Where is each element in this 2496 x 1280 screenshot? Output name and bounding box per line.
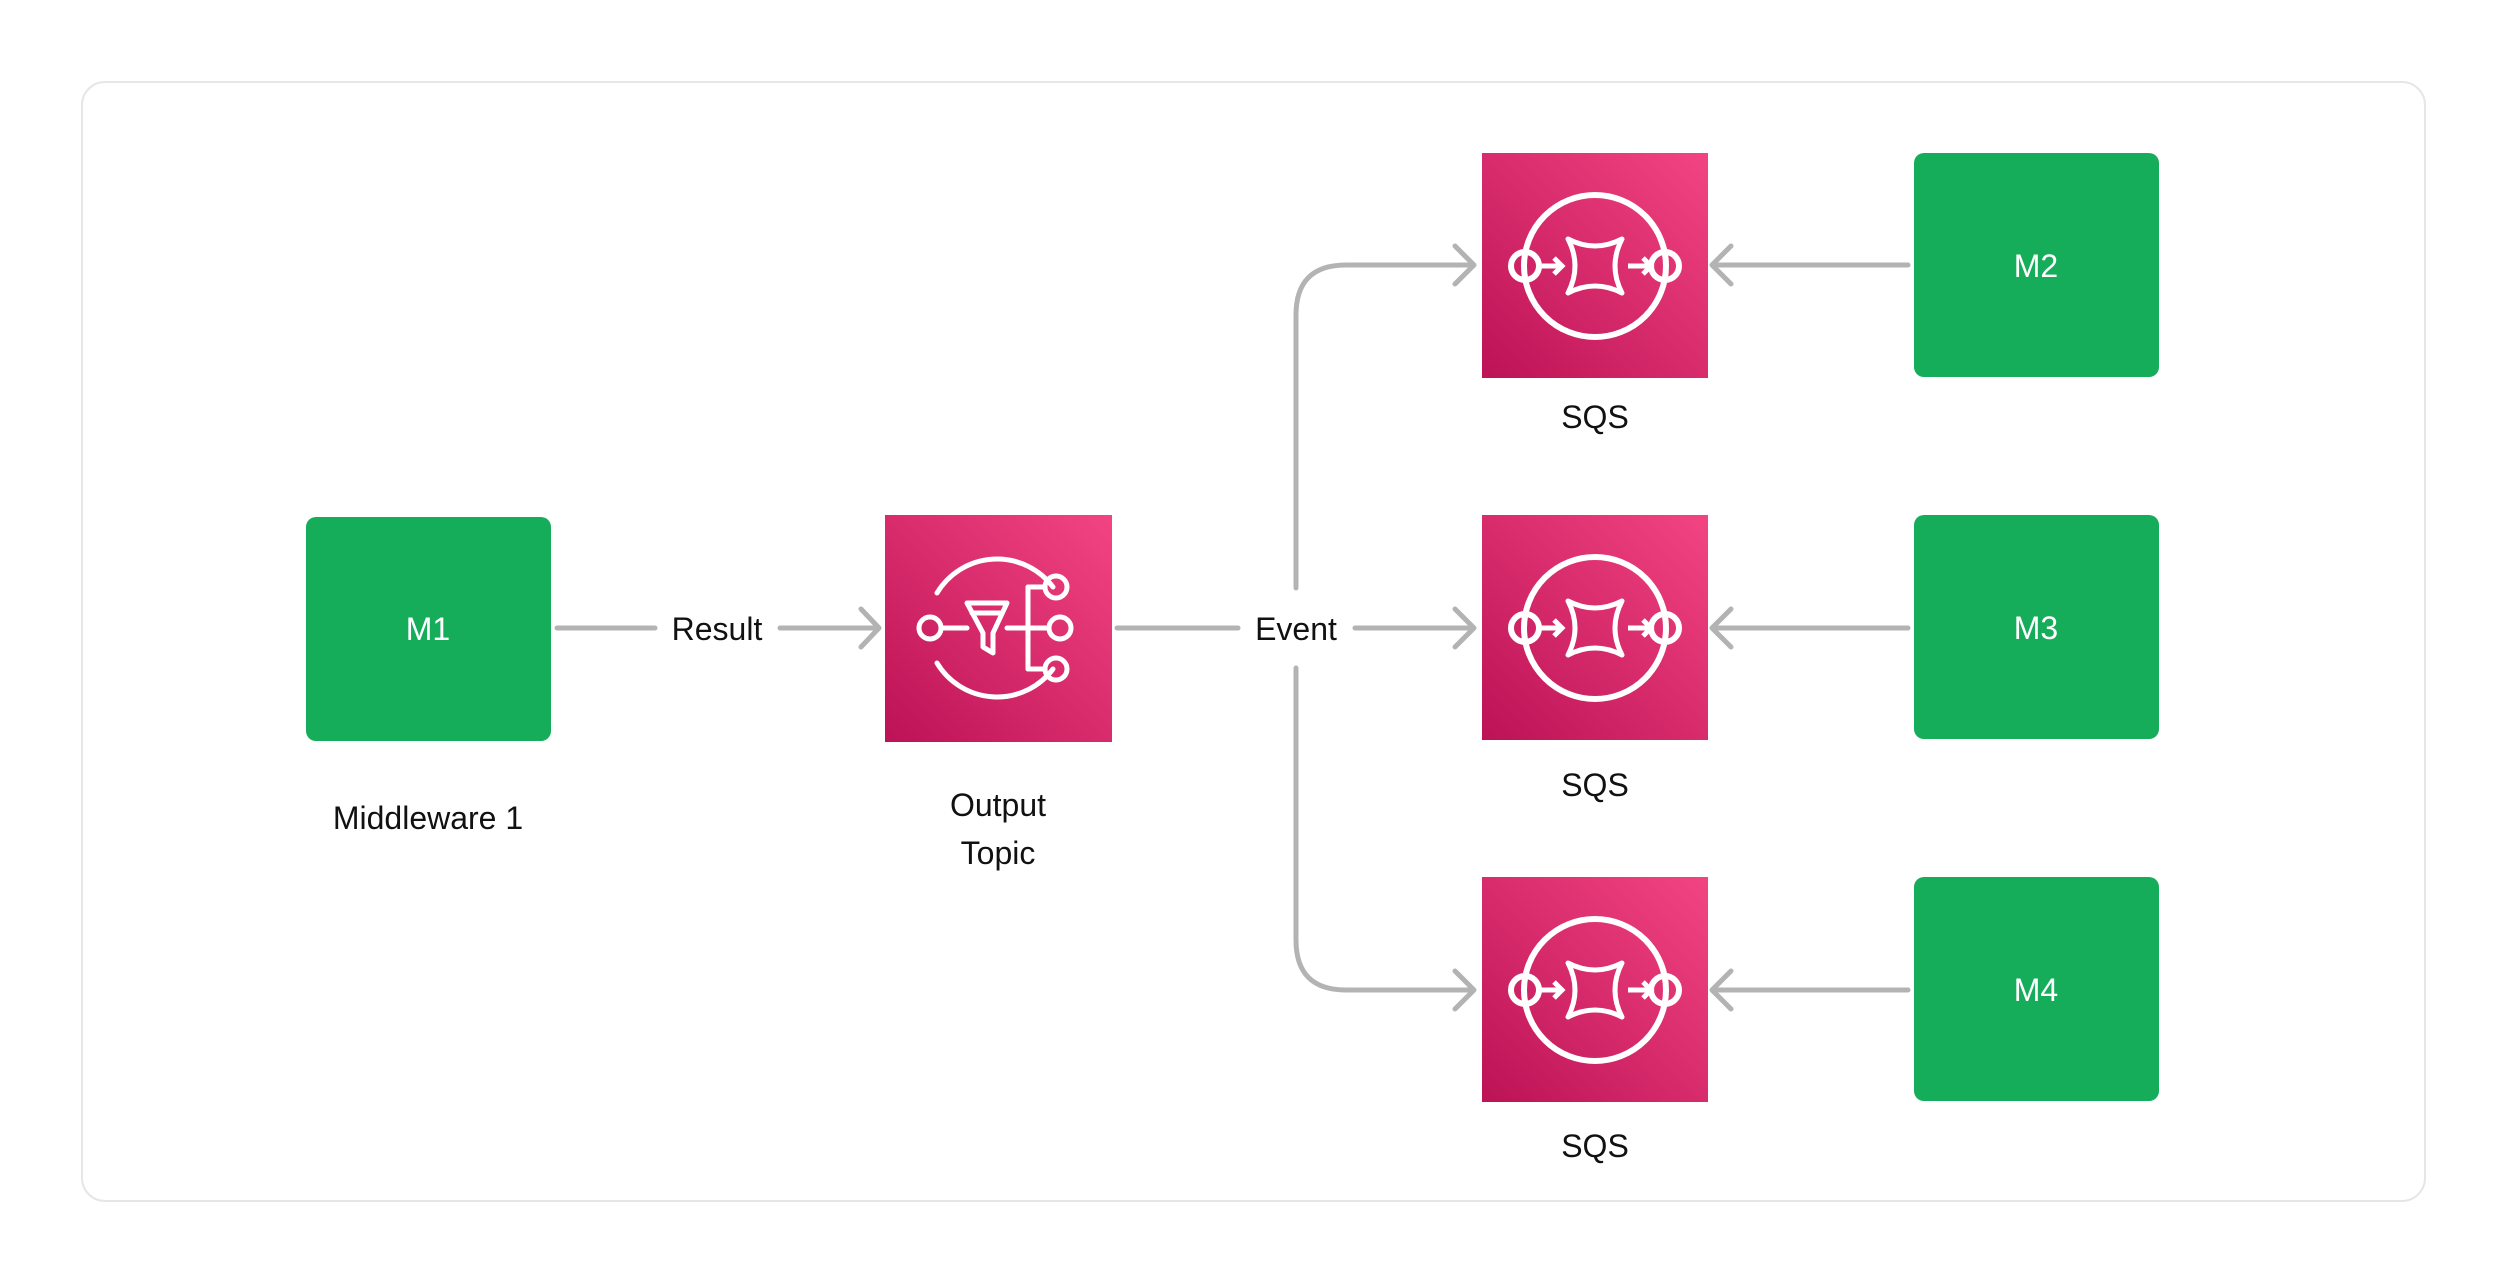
middleware-1-node[interactable]: M1: [306, 517, 551, 741]
event-edge-label: Event: [1255, 611, 1337, 647]
event-edge-bottom: [1293, 665, 1474, 993]
sqs-queue-3-node[interactable]: [1482, 877, 1708, 1102]
sqs-queue-1-caption: SQS: [1561, 399, 1629, 435]
output-topic-node[interactable]: [885, 515, 1112, 742]
event-arrowhead-top: [1452, 243, 1477, 287]
middleware-4-label: M4: [2014, 972, 2058, 1008]
event-arrowhead-bottom: [1452, 968, 1477, 1012]
middleware-1-label: M1: [406, 611, 450, 647]
result-arrowhead: [858, 606, 882, 650]
output-topic-caption-line2: Topic: [961, 835, 1036, 871]
middleware-3-node[interactable]: M3: [1914, 515, 2159, 739]
result-edge-label: Result: [672, 611, 763, 647]
middleware-2-node[interactable]: M2: [1914, 153, 2159, 377]
connectors: [554, 243, 1911, 1012]
event-edge-top: [1293, 262, 1474, 591]
middleware-4-node[interactable]: M4: [1914, 877, 2159, 1101]
sqs-queue-2-node[interactable]: [1482, 515, 1708, 740]
sqs-queue-2-caption: SQS: [1561, 767, 1629, 803]
sqs-queue-3-caption: SQS: [1561, 1128, 1629, 1164]
sns-topic-icon: [916, 556, 1074, 700]
m2-arrowhead: [1709, 243, 1734, 287]
middleware-1-caption: Middleware 1: [333, 800, 523, 836]
middleware-2-label: M2: [2014, 248, 2058, 284]
output-topic-caption-line1: Output: [950, 787, 1046, 823]
m4-arrowhead: [1709, 968, 1734, 1012]
middleware-3-label: M3: [2014, 610, 2058, 646]
sqs-queue-1-node[interactable]: [1482, 153, 1708, 378]
event-arrowhead-middle: [1452, 606, 1477, 650]
m3-arrowhead: [1709, 606, 1734, 650]
